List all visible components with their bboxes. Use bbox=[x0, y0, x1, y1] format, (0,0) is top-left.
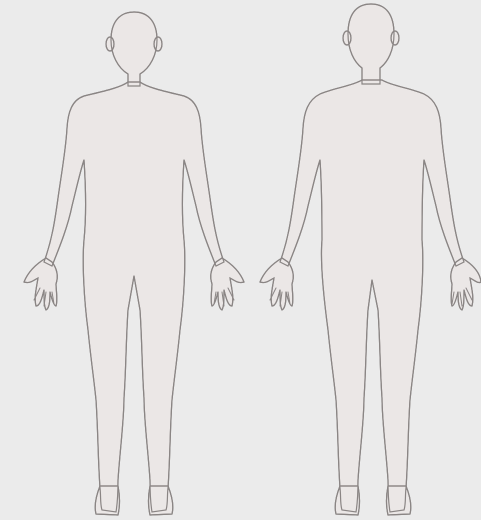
front-body-outline bbox=[24, 12, 244, 515]
back-body-outline bbox=[260, 4, 481, 515]
front-figure bbox=[24, 12, 244, 515]
front-hand-fingers bbox=[34, 288, 234, 306]
back-figure bbox=[260, 4, 481, 515]
